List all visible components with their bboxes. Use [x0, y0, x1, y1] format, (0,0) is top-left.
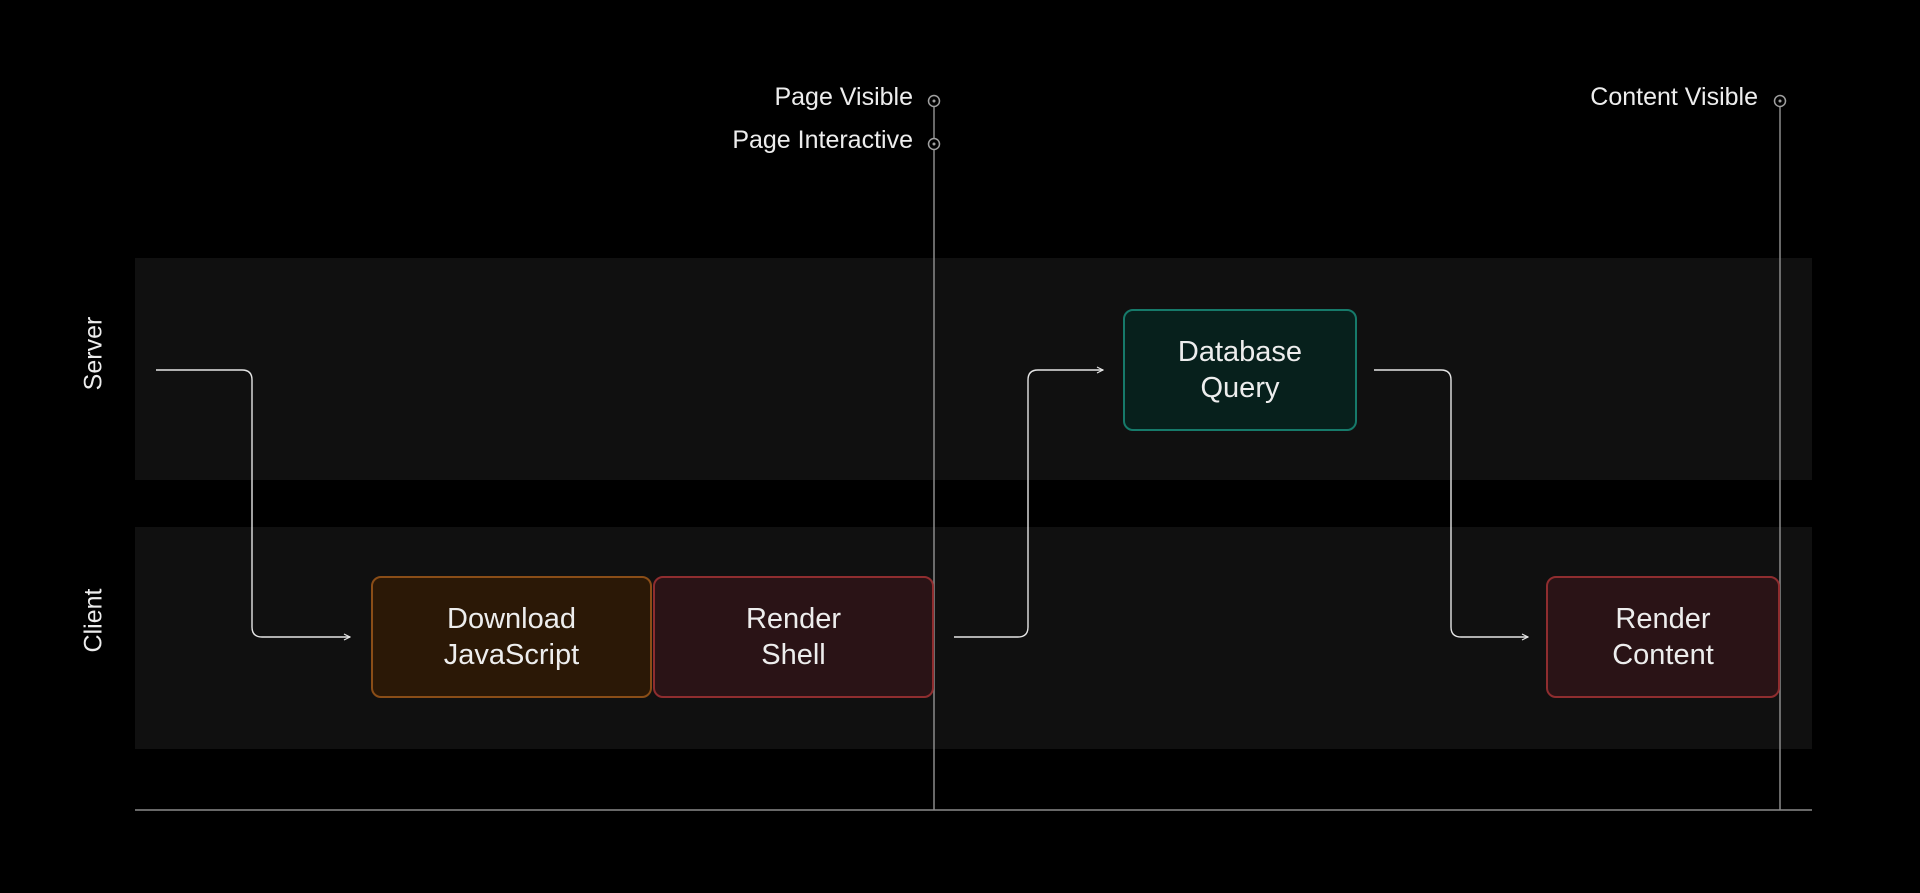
database-query-step: Database Query — [1123, 309, 1357, 431]
connector-shell-to-database — [954, 370, 1103, 638]
connector-database-to-content — [1374, 369, 1528, 637]
page-interactive-label: Page Interactive — [732, 126, 913, 154]
render-content-step: Render Content — [1546, 576, 1780, 698]
page-visible-label: Page Visible — [774, 83, 913, 111]
download-javascript-step: Download JavaScript — [371, 576, 652, 698]
content-visible-label: Content Visible — [1590, 83, 1758, 111]
connector-request-to-download — [156, 369, 350, 637]
render-shell-step: Render Shell — [653, 576, 934, 698]
server-lane — [135, 258, 1812, 480]
